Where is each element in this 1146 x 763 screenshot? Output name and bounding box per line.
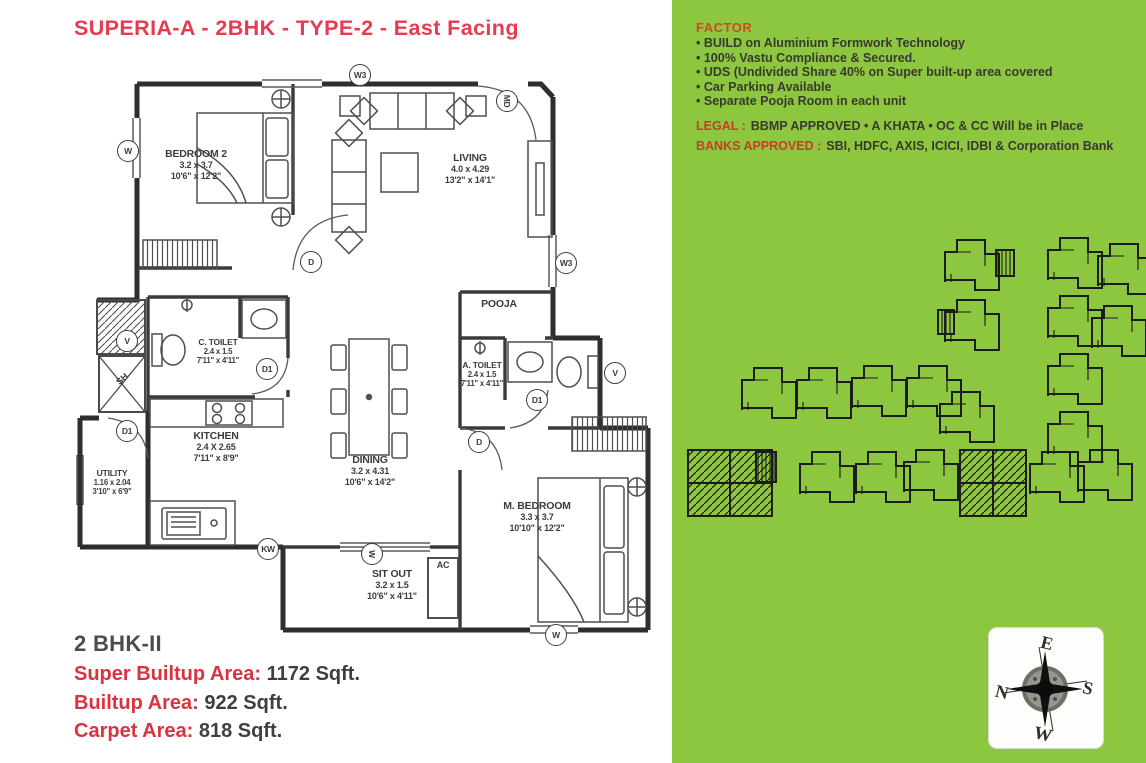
marker-d1_utility: D1 [116, 420, 138, 442]
shower-icon [474, 342, 486, 354]
marker-md: MD [496, 90, 518, 112]
area-row: Builtup Area: 922 Sqft. [74, 691, 288, 714]
marker-w_bottom: W [545, 624, 567, 646]
sofa-icon [369, 92, 455, 130]
nightstand-icon [271, 89, 291, 109]
area-row: Carpet Area: 818 Sqft. [74, 720, 283, 742]
page-title: SUPERIA-A - 2BHK - TYPE-2 - East Facing [74, 16, 519, 40]
shower-icon [181, 299, 193, 311]
windows [76, 79, 578, 634]
washbasin-icon [250, 308, 278, 330]
marker-d_living: D [300, 251, 322, 273]
wc-icon [587, 355, 599, 389]
unit-type-label: 2 BHK-II [74, 631, 162, 656]
compass-west: W [1032, 722, 1054, 746]
marker-kw: KW [257, 538, 279, 560]
marker-v_shaft: V [116, 330, 138, 352]
compass-north: N [993, 681, 1010, 704]
factor-item: BUILD on Aluminium Formwork Technology [696, 36, 1053, 51]
marker-w3_top: W3 [349, 64, 371, 86]
factor-item: 100% Vastu Compliance & Secured. [696, 51, 1053, 66]
legal-text: BBMP APPROVED • A KHATA • OC & CC Will b… [750, 119, 1084, 133]
wardrobe-icon [571, 416, 647, 452]
area-summary: 2 BHK-II Super Builtup Area: 1172 Sqft. B… [74, 631, 360, 746]
factor-heading: FACTOR [696, 20, 753, 35]
summary-rows: Super Builtup Area: 1172 Sqft. Builtup Ar… [74, 660, 360, 746]
marker-d_mbed: D [468, 431, 490, 453]
compass-east: E [1039, 632, 1055, 654]
coffee-table-icon [380, 152, 419, 193]
compass-south: S [1081, 677, 1096, 699]
marker-w_left: W [117, 140, 139, 162]
room-label-ac: AC [436, 560, 450, 570]
room-label-pooja: POOJA [481, 298, 517, 310]
marker-d1_ctoilet: D1 [256, 358, 278, 380]
marker-w_sitout: W [361, 543, 383, 565]
area-row: Super Builtup Area: 1172 Sqft. [74, 663, 360, 685]
nightstand-icon [271, 207, 291, 227]
factor-item: Car Parking Available [696, 80, 1053, 95]
marker-d1_atoilet: D1 [526, 389, 548, 411]
kitchen-counter-icon [149, 398, 284, 428]
banks-label: BANKS APPROVED : [696, 139, 822, 153]
sofa-icon [331, 139, 367, 233]
nightstand-icon [627, 477, 647, 497]
wardrobe-icon [142, 239, 218, 270]
factor-item: UDS (Undivided Share 40% on Super built-… [696, 65, 1053, 80]
nightstand-icon [627, 597, 647, 617]
marker-w3_right: W3 [555, 252, 577, 274]
legal-label: LEGAL : [696, 119, 746, 133]
factor-item: Separate Pooja Room in each unit [696, 94, 1053, 109]
washbasin-icon [516, 351, 544, 373]
hob-icon [205, 400, 253, 426]
shaft-blocks [96, 299, 146, 413]
banks-line: BANKS APPROVED : SBI, HDFC, AXIS, ICICI, … [696, 139, 1113, 153]
tv-unit-icon [527, 140, 553, 238]
wc-icon [151, 333, 163, 367]
door-arcs [107, 85, 549, 471]
compass-rose: E S W N [993, 632, 1096, 746]
room-label-shaft: SH [114, 371, 130, 387]
sink-icon [161, 507, 227, 540]
dining-table-icon [348, 338, 390, 456]
compass-card: E S W N [988, 627, 1104, 749]
banks-text: SBI, HDFC, AXIS, ICICI, IDBI & Corporati… [826, 139, 1114, 153]
factor-list: BUILD on Aluminium Formwork Technology10… [696, 36, 1053, 109]
legal-line: LEGAL : BBMP APPROVED • A KHATA • OC & CC… [696, 119, 1083, 133]
marker-v_atoilet: V [604, 362, 626, 384]
